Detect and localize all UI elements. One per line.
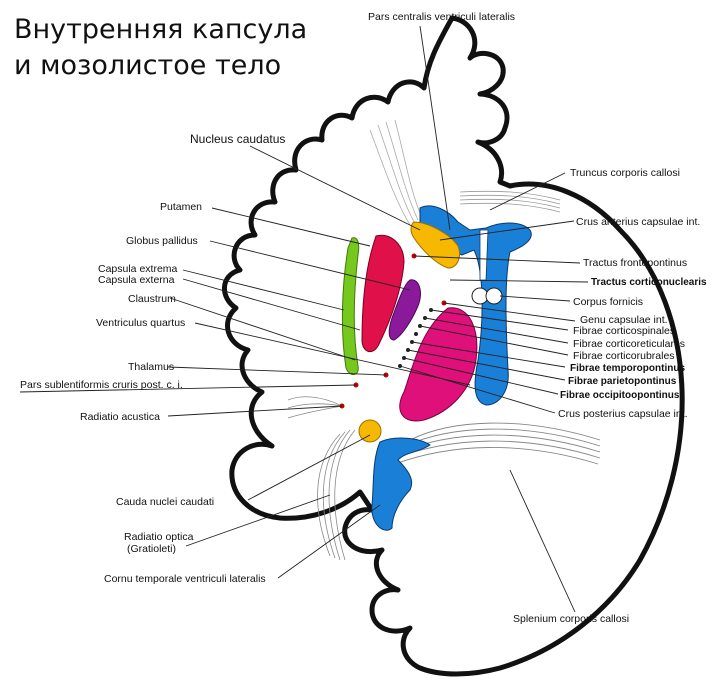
- label-corpus-fornicis: Corpus fornicis: [573, 296, 643, 308]
- caudate-nucleus: [410, 221, 461, 269]
- title-line-2: и мозолистое тело: [14, 50, 282, 81]
- label-splenium: Splenium corporis callosi: [513, 613, 629, 625]
- label-radiatio-optica-sub: (Gratioleti): [127, 543, 176, 555]
- label-radiatio-acustica: Radiatio acustica: [80, 411, 160, 423]
- marker-tractus-frontopontinus: [411, 253, 417, 259]
- leader-lines: [19, 25, 589, 613]
- label-putamen: Putamen: [160, 201, 202, 213]
- corona-radiata-fibers: [369, 119, 423, 226]
- putamen: [361, 234, 405, 353]
- temporal-horn: [371, 437, 431, 531]
- label-crus-anterius: Crus anterius capsulae int.: [576, 216, 700, 228]
- lateral-ventricle: [419, 205, 532, 406]
- truncus-fibers: [459, 190, 561, 213]
- label-cauda: Cauda nuclei caudati: [116, 496, 214, 508]
- label-claustrum: Claustrum: [128, 293, 176, 305]
- label-tractus-frontopontinus: Tractus frontopontinus: [583, 257, 687, 269]
- label-pars-sublentiformis: Pars sublentiformis cruris post. c. i.: [20, 379, 183, 391]
- claustrum: [341, 237, 360, 375]
- label-truncus: Truncus corporis callosi: [570, 167, 680, 179]
- label-genu: Genu capsulae int.: [580, 314, 668, 326]
- acoustic-radiation-fibers: [287, 396, 343, 419]
- label-crus-posterius: Crus posterius capsulae int.: [558, 408, 688, 420]
- label-fibrae-corticorubrales: Fibrae corticorubrales: [573, 350, 675, 362]
- label-pars-centralis: Pars centralis ventriculi lateralis: [368, 11, 515, 23]
- label-ventriculus-quartus: Ventriculus quartus: [96, 317, 185, 329]
- label-capsula-externa: Capsula externa: [98, 274, 175, 286]
- label-tractus-corticonuclearis: Tractus corticonuclearis: [591, 277, 707, 288]
- label-fibrae-occipitoopontinus: Fibrae occipitoopontinus: [560, 390, 680, 401]
- globus-pallidus: [388, 279, 421, 341]
- label-fibrae-corticospinales: Fibrae corticospinales: [573, 325, 675, 337]
- title-line-1: Внутренняя капсула: [14, 14, 308, 45]
- label-radiatio-optica: Radiatio optica: [124, 531, 194, 543]
- label-nucleus-caudatus: Nucleus caudatus: [190, 132, 285, 146]
- label-globus-pallidus: Globus pallidus: [126, 235, 198, 247]
- label-thalamus: Thalamus: [128, 361, 174, 373]
- label-capsula-extrema: Capsula extrema: [98, 263, 178, 275]
- caudate-tail: [358, 419, 382, 443]
- label-cornu-temporale: Cornu temporale ventriculi lateralis: [104, 573, 266, 585]
- label-fibrae-corticoreticulares: Fibrae corticoreticulares: [573, 338, 685, 350]
- optic-radiation-fibers: [317, 429, 356, 561]
- ventricle-septum: [479, 229, 489, 281]
- fornix-right: [485, 287, 503, 305]
- diagram-title: Внутренняя капсула и мозолистое тело: [14, 12, 314, 84]
- label-fibrae-parietopontinus: Fibrae parietopontinus: [568, 376, 677, 387]
- label-fibrae-temporopontinus: Fibrae temporopontinus: [570, 363, 685, 374]
